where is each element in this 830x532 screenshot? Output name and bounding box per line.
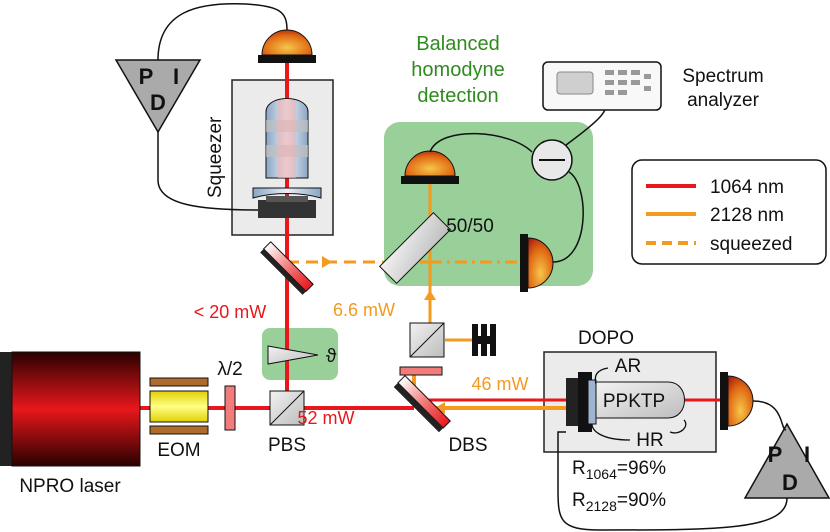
steering-mirror-squeezer (260, 241, 314, 295)
eom (149, 377, 209, 435)
npro-laser (0, 351, 141, 467)
half-wave-plate (224, 385, 236, 431)
legend-label-1064: 1064 nm (710, 177, 784, 198)
dopo-detector (720, 372, 754, 430)
pid-bottom-i: I (804, 442, 810, 467)
ar-label: AR (615, 356, 641, 377)
r1064-label: R1064=96% (572, 458, 666, 482)
bs-ratio-label: 50/50 (446, 216, 494, 237)
theta-label: ϑ (326, 346, 337, 367)
pbs (269, 390, 305, 426)
dopo-crystal (566, 372, 685, 432)
npro-laser-label: NPRO laser (19, 476, 121, 497)
cable-pid-top-in (157, 2, 288, 61)
legend: 1064 nm 2128 nm squeezed (631, 159, 827, 265)
power-pbs-dbs: 52 mW (297, 408, 354, 428)
spectrum-label-2: analyzer (687, 90, 759, 111)
spectrum-analyzer-icon (542, 61, 662, 111)
legend-label-2128: 2128 nm (710, 205, 784, 226)
eom-label: EOM (157, 440, 200, 461)
pid-bottom-p: P (768, 442, 783, 467)
squeezer-cavity (252, 98, 322, 218)
dopo-label: DOPO (578, 328, 634, 349)
bhd-detector-top (401, 150, 459, 184)
cable-pid-bottom-in (752, 400, 787, 431)
half-wave-label: λ/2 (217, 359, 242, 380)
r2128-label: R2128=90% (572, 490, 666, 514)
power-to-squeezer: < 20 mW (194, 302, 267, 322)
squeezer-detector (258, 29, 316, 63)
beam-dump (472, 324, 496, 356)
pid-bottom-d: D (782, 470, 798, 495)
subtractor-node (531, 139, 573, 181)
bhd-title-3: detection (417, 85, 498, 107)
cable-det-right (552, 171, 584, 263)
bhd-detector-right (520, 234, 554, 292)
lo-beamsplitter-cube (409, 322, 445, 358)
bhd-title-1: Balanced (416, 33, 499, 55)
cable-det-top (429, 132, 533, 153)
phase-wedge (267, 345, 319, 365)
cable-pid-bottom-out (557, 431, 788, 531)
cable-pid-top-out (157, 132, 259, 211)
filter-plate (399, 366, 443, 376)
pid-top-p: P (139, 64, 154, 89)
spectrum-label-1: Spectrum (682, 66, 763, 87)
power-lo: 6.6 mW (333, 300, 395, 320)
power-pump: 46 mW (471, 374, 528, 394)
pid-top-d: D (150, 90, 166, 115)
legend-label-squeezed: squeezed (710, 234, 792, 255)
pbs-label: PBS (268, 435, 306, 456)
squeezer-label: Squeezer (205, 116, 226, 198)
bhd-title-2: homodyne (411, 59, 504, 81)
hr-label: HR (636, 430, 663, 451)
pid-top-i: I (173, 64, 179, 89)
ppktp-label: PPKTP (603, 391, 665, 412)
bhd-beamsplitter (378, 211, 452, 285)
dbs (393, 375, 451, 433)
dbs-label: DBS (448, 435, 487, 456)
